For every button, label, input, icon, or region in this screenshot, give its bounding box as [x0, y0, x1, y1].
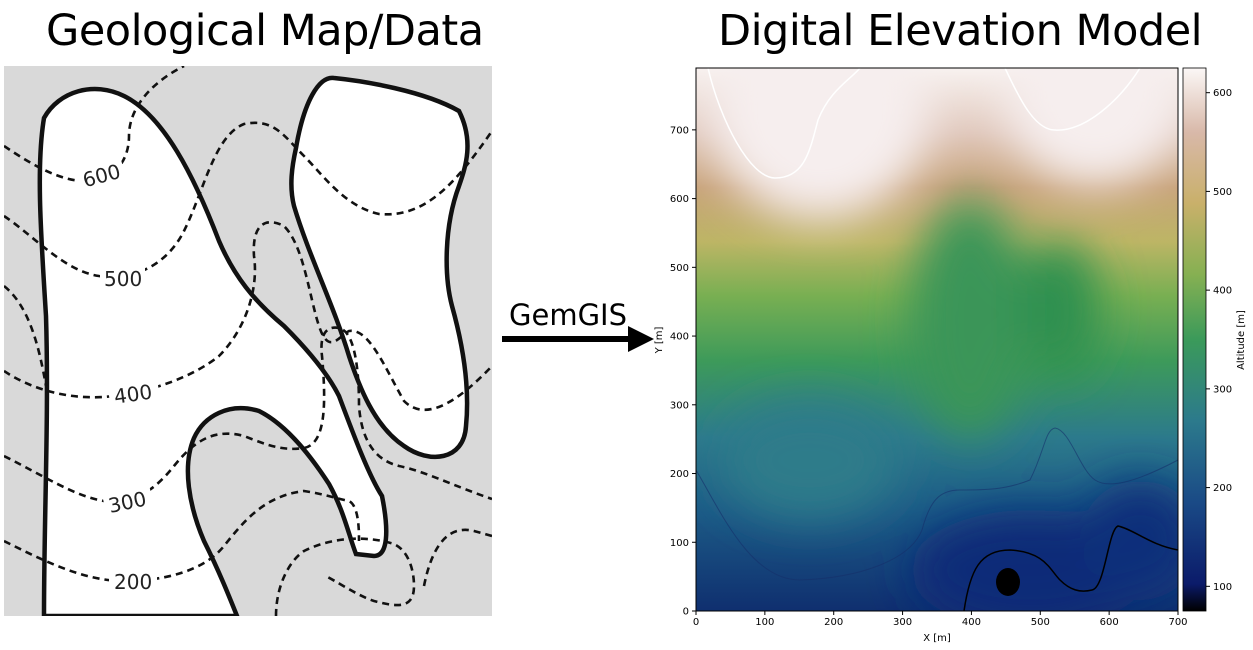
y-tick-label: 200 [670, 469, 689, 480]
y-tick-label: 400 [670, 332, 689, 343]
x-tick-label: 200 [824, 617, 843, 628]
contour-600 [707, 68, 861, 179]
y-tick-label: 700 [670, 125, 689, 136]
x-tick-label: 400 [962, 617, 981, 628]
y-tick-label: 100 [670, 538, 689, 549]
contour-label-200: 200 [114, 570, 152, 594]
dem-xlabel: X [m] [923, 633, 951, 644]
colorbar-tick-label: 400 [1213, 286, 1232, 297]
dem-axes: 0 100 200 300 400 500 600 700 0 100 200 300 400 500 60… [670, 125, 1188, 628]
y-tick-label: 0 [683, 607, 689, 618]
contour-100 [963, 525, 1178, 611]
dem-ylabel: Y [m] [654, 326, 665, 354]
contour-label-boxes [73, 155, 161, 594]
x-tick-label: 300 [893, 617, 912, 628]
dem-title: Digital Elevation Model [718, 6, 1203, 56]
colorbar-tick-label: 100 [1213, 582, 1232, 593]
dem-plot-frame [695, 67, 1179, 612]
contour-label-500: 500 [104, 267, 142, 291]
x-tick-label: 600 [1100, 617, 1119, 628]
colorbar-tick-label: 500 [1213, 187, 1232, 198]
y-tick-label: 600 [670, 194, 689, 205]
gemgis-label: GemGIS [509, 298, 627, 332]
left-outcrop [37, 86, 389, 616]
colorbar-tick-label: 200 [1213, 483, 1232, 494]
x-tick-label: 100 [755, 617, 774, 628]
x-tick-label: 0 [693, 617, 699, 628]
dem-minimum [996, 568, 1020, 596]
x-tick-label: 500 [1031, 617, 1050, 628]
colorbar-label: Altitude [m] [1236, 310, 1247, 370]
x-tick-label: 700 [1168, 617, 1187, 628]
right-outcrop [289, 75, 470, 460]
geological-map: 600 500 400 300 200 [4, 66, 492, 616]
contour-600b [1004, 68, 1141, 131]
geological-map-title: Geological Map/Data [46, 6, 484, 56]
y-tick-label: 500 [670, 263, 689, 274]
colorbar [1182, 67, 1207, 612]
colorbar-tick-label: 600 [1213, 88, 1232, 99]
dem-figure: 0 100 200 300 400 500 600 700 0 100 200 300 400 500 60… [654, 67, 1247, 644]
colorbar-axes: 100 200 300 400 500 600 [1206, 88, 1232, 593]
arrow-icon [502, 326, 654, 352]
y-tick-label: 300 [670, 400, 689, 411]
contour-label-400: 400 [113, 380, 154, 409]
colorbar-tick-label: 300 [1213, 384, 1232, 395]
dem-raster [696, 68, 1178, 611]
